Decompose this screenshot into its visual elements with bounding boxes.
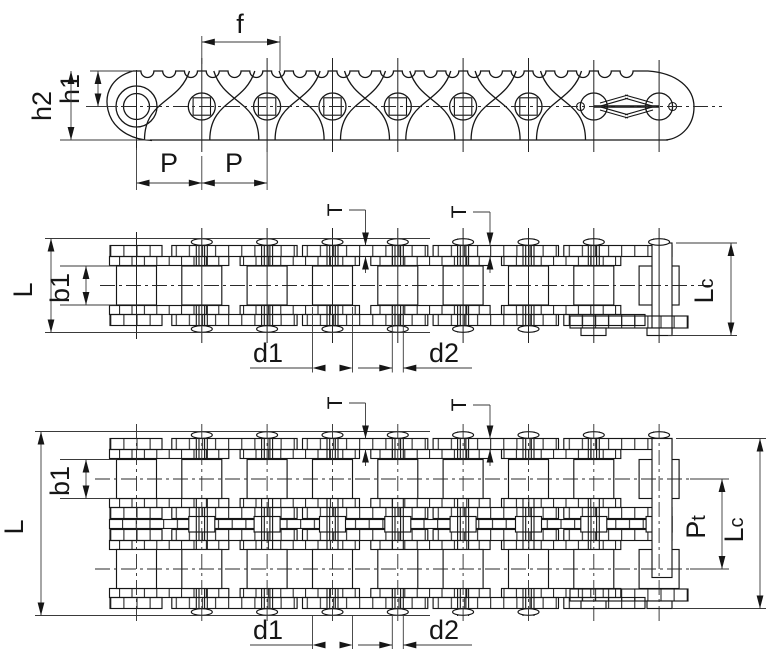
dim-f: f: [201, 9, 281, 71]
dim-label-pt: Pt: [681, 515, 711, 539]
dim-b1-duplex: b1: [45, 459, 117, 499]
dim-d2-single: d2: [358, 307, 472, 373]
side-view: f h1 h2 P P: [27, 9, 722, 190]
dim-label-b1-duplex: b1: [45, 466, 75, 496]
dim-b1-single: b1: [45, 265, 117, 306]
dim-label-f: f: [236, 9, 244, 39]
dim-lc-single: Lc: [668, 242, 737, 336]
dim-label-lc: Lc: [689, 278, 719, 303]
dim-label-h2: h2: [27, 91, 57, 121]
dim-label-lc-duplex: Lc: [719, 517, 749, 542]
dim-label-b1: b1: [45, 273, 75, 303]
dim-d2-duplex: d2: [358, 615, 472, 649]
dim-h2: h2: [27, 71, 150, 141]
dim-label-l-duplex: L: [0, 519, 29, 534]
duplex-plan-view: L b1 T T d1 d2 Pt Lc: [0, 396, 766, 649]
dim-label-p-right: P: [225, 148, 243, 178]
connecting-link-end: [569, 242, 689, 337]
duplex-chain: [95, 424, 700, 623]
dim-pitch: P P: [136, 148, 268, 190]
dim-label-t-right: T: [448, 205, 471, 218]
dim-t-duplex-left: T: [324, 396, 369, 466]
dim-label-t-duplex-left: T: [324, 396, 347, 409]
dim-label-l: L: [8, 282, 38, 297]
dim-l-single: L: [8, 238, 430, 333]
dim-t-duplex-right: T: [448, 398, 494, 466]
side-view-chain: [95, 58, 722, 152]
connecting-link-end-duplex: [569, 437, 689, 610]
dim-t-single-right: T: [448, 205, 494, 273]
dim-label-d1-duplex: d1: [253, 615, 283, 645]
dim-label-t-left: T: [324, 203, 347, 216]
dim-pt-duplex: Pt: [681, 478, 729, 570]
dim-label-d2-duplex: d2: [429, 615, 459, 645]
single-strand-plan-view: L b1 T T d1 d2 Lc: [8, 203, 737, 373]
dim-t-single-left: T: [324, 203, 369, 273]
dim-lc-duplex: Lc: [672, 438, 766, 609]
dim-label-t-duplex-right: T: [448, 398, 471, 411]
single-strand-chain: [100, 228, 710, 343]
dim-d1-single: d1: [250, 307, 353, 373]
dim-d1-duplex: d1: [250, 615, 353, 649]
dim-label-d1: d1: [253, 338, 283, 368]
dim-label-d2: d2: [429, 338, 459, 368]
dim-label-p-left: P: [160, 148, 178, 178]
